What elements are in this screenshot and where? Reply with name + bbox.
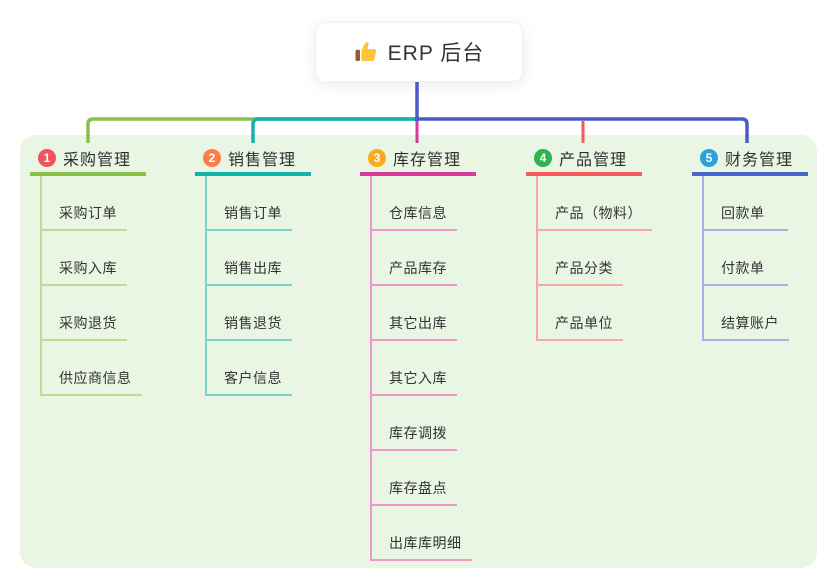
branch-title[interactable]: 2 销售管理 [195,143,311,176]
child-item[interactable]: 出库库明细 [372,506,472,561]
branch-number-badge: 4 [534,148,552,167]
child-item-label: 库存调拨 [389,425,447,441]
child-item-label: 结算账户 [721,315,779,331]
child-list: 采购订单采购入库采购退货供应商信息 [40,176,146,396]
root-node[interactable]: ERP 后台 [315,22,523,82]
child-item-label: 其它出库 [389,315,447,331]
branches-panel [20,135,817,568]
connector-line [415,81,749,143]
child-item[interactable]: 付款单 [704,231,788,286]
child-item-label: 库存盘点 [389,480,447,496]
branch-column: 5 财务管理回款单付款单结算账户 [692,143,808,341]
branch-column: 1 采购管理采购订单采购入库采购退货供应商信息 [30,143,146,396]
child-item-label: 产品库存 [389,260,447,276]
child-item[interactable]: 库存调拨 [372,396,457,451]
child-item[interactable]: 其它出库 [372,286,457,341]
child-item-label: 销售订单 [224,205,282,221]
child-item[interactable]: 产品库存 [372,231,457,286]
child-item[interactable]: 采购入库 [42,231,127,286]
branch-title-label: 库存管理 [393,151,462,169]
child-item-label: 回款单 [721,205,765,221]
child-list: 产品（物料） 产品分类产品单位 [536,176,652,341]
branch-title[interactable]: 4 产品管理 [526,143,642,176]
child-item-label: 产品（物料） [555,205,642,221]
child-item[interactable]: 销售订单 [207,176,292,231]
child-item-label: 付款单 [721,260,765,276]
child-item-label: 客户信息 [224,370,282,386]
child-item[interactable]: 供应商信息 [42,341,142,396]
branch-number-badge: 3 [368,148,386,167]
child-item[interactable]: 销售出库 [207,231,292,286]
child-item[interactable]: 仓库信息 [372,176,457,231]
child-item[interactable]: 产品（物料） [538,176,652,231]
child-item-label: 供应商信息 [59,370,132,386]
root-node-title: ERP 后台 [387,42,485,65]
thumbs-up-icon [354,40,378,64]
branch-title[interactable]: 1 采购管理 [30,143,146,176]
child-item[interactable]: 产品分类 [538,231,623,286]
child-item[interactable]: 客户信息 [207,341,292,396]
branch-column: 2 销售管理销售订单销售出库销售退货客户信息 [195,143,311,396]
branch-column: 4 产品管理产品（物料） 产品分类产品单位 [526,143,652,341]
child-item-label: 出库库明细 [389,535,462,551]
child-item-label: 销售出库 [224,260,282,276]
child-item-label: 采购退货 [59,315,117,331]
child-item-label: 采购订单 [59,205,117,221]
child-item[interactable]: 采购退货 [42,286,127,341]
child-item-label: 仓库信息 [389,205,447,221]
branch-number-badge: 1 [38,148,56,167]
child-item-label: 采购入库 [59,260,117,276]
child-item[interactable]: 库存盘点 [372,451,457,506]
child-item[interactable]: 其它入库 [372,341,457,396]
branch-title[interactable]: 3 库存管理 [360,143,476,176]
child-list: 销售订单销售出库销售退货客户信息 [205,176,311,396]
branch-column: 3 库存管理仓库信息产品库存其它出库其它入库库存调拨库存盘点出库库明细 [360,143,476,561]
branch-title-label: 财务管理 [725,151,794,169]
branch-title-label: 采购管理 [63,151,132,169]
child-item-label: 销售退货 [224,315,282,331]
child-item[interactable]: 回款单 [704,176,788,231]
child-list: 仓库信息产品库存其它出库其它入库库存调拨库存盘点出库库明细 [370,176,476,561]
child-item[interactable]: 销售退货 [207,286,292,341]
branch-title-label: 产品管理 [559,151,628,169]
child-list: 回款单付款单结算账户 [702,176,808,341]
child-item-label: 其它入库 [389,370,447,386]
child-item[interactable]: 产品单位 [538,286,623,341]
child-item-label: 产品分类 [555,260,613,276]
child-item[interactable]: 结算账户 [704,286,789,341]
branch-number-badge: 2 [203,148,221,167]
branch-title[interactable]: 5 财务管理 [692,143,808,176]
child-item-label: 产品单位 [555,315,613,331]
branch-title-label: 销售管理 [228,151,297,169]
branch-number-badge: 5 [700,148,718,167]
child-item[interactable]: 采购订单 [42,176,127,231]
